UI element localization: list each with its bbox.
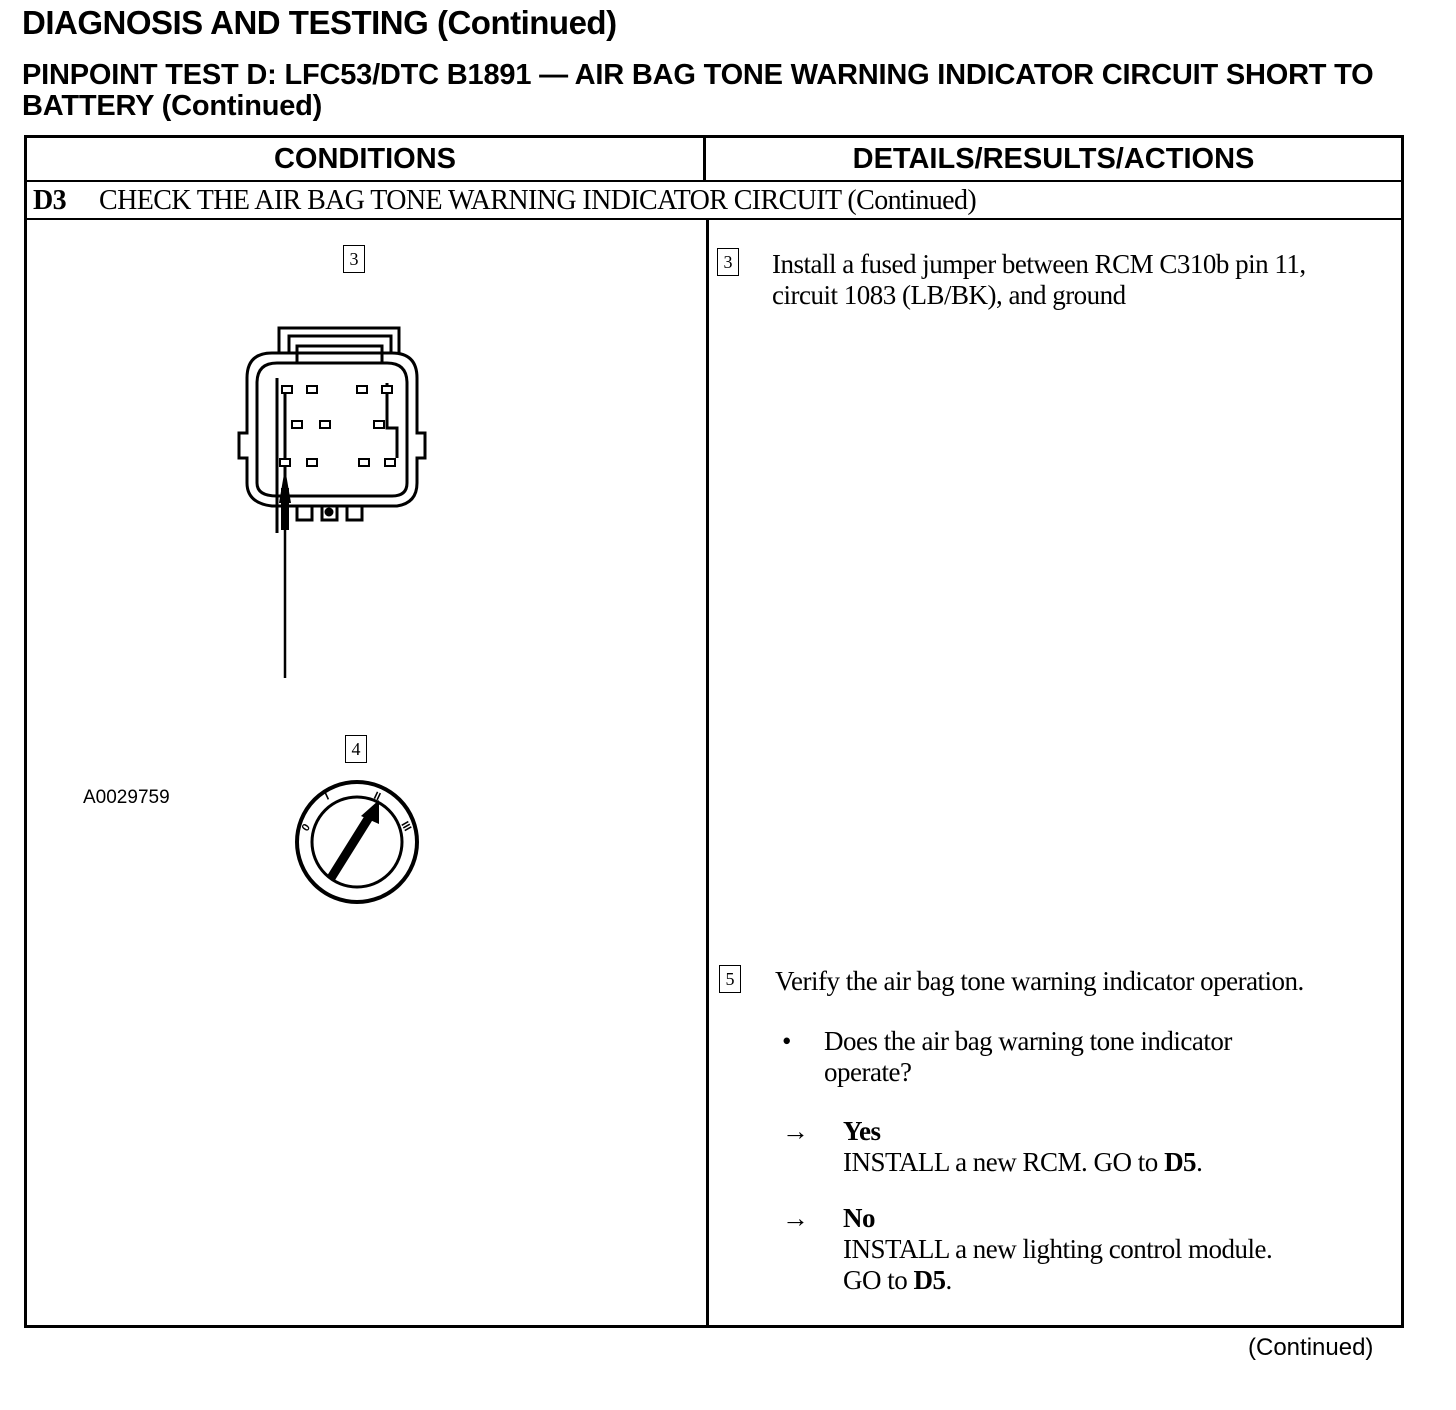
pinpoint-test-title: PINPOINT TEST D: LFC53/DTC B1891 — AIR B… [22,59,1374,122]
no-action-line2: GO to D5. [843,1265,952,1295]
detail-3-text-line1: Install a fused jumper between RCM C310b… [772,249,1306,279]
detail-step-box-5: 5 [719,965,741,993]
ignition-pos-0: 0 [300,822,313,834]
diagnostic-table: CONDITIONS DETAILS/RESULTS/ACTIONS D3 CH… [24,135,1404,1328]
yes-goto-target: D5 [1164,1147,1197,1177]
detail-3-text-line2: circuit 1083 (LB/BK), and ground [772,280,1126,310]
ignition-switch-icon: 0 I II III [295,780,419,904]
detail-step-box-3: 3 [717,248,739,276]
no-label: No [843,1203,876,1233]
yes-label: Yes [843,1116,881,1146]
connector-jumper-diagram [237,326,427,678]
conditions-column-header: CONDITIONS [27,138,706,182]
detail-5-text: Verify the air bag tone warning indicato… [775,966,1304,996]
yes-arrow-icon: → [782,1116,809,1146]
ignition-pos-2: II [372,790,383,803]
yes-action: INSTALL a new RCM. GO to D5. [843,1147,1203,1177]
figure-reference-label: A0029759 [83,787,170,808]
condition-step-box-3: 3 [343,245,365,273]
no-goto-target: D5 [913,1265,947,1295]
details-column-header: DETAILS/RESULTS/ACTIONS [706,138,1401,182]
column-divider [706,220,709,1325]
question-line1: Does the air bag warning tone indicator [824,1026,1232,1056]
page-title: DIAGNOSIS AND TESTING (Continued) [22,4,617,41]
no-arrow-icon: → [782,1203,809,1233]
condition-step-box-4: 4 [345,735,367,763]
ignition-pos-1: I [323,791,331,803]
bullet: • [782,1026,791,1056]
step-id: D3 [33,185,67,216]
step-header-row: D3 CHECK THE AIR BAG TONE WARNING INDICA… [27,182,1401,220]
continued-footer: (Continued) [1248,1334,1374,1361]
no-action-line1: INSTALL a new lighting control module. [843,1234,1273,1264]
step-title: CHECK THE AIR BAG TONE WARNING INDICATOR… [99,185,977,216]
question-line2: operate? [824,1057,912,1087]
